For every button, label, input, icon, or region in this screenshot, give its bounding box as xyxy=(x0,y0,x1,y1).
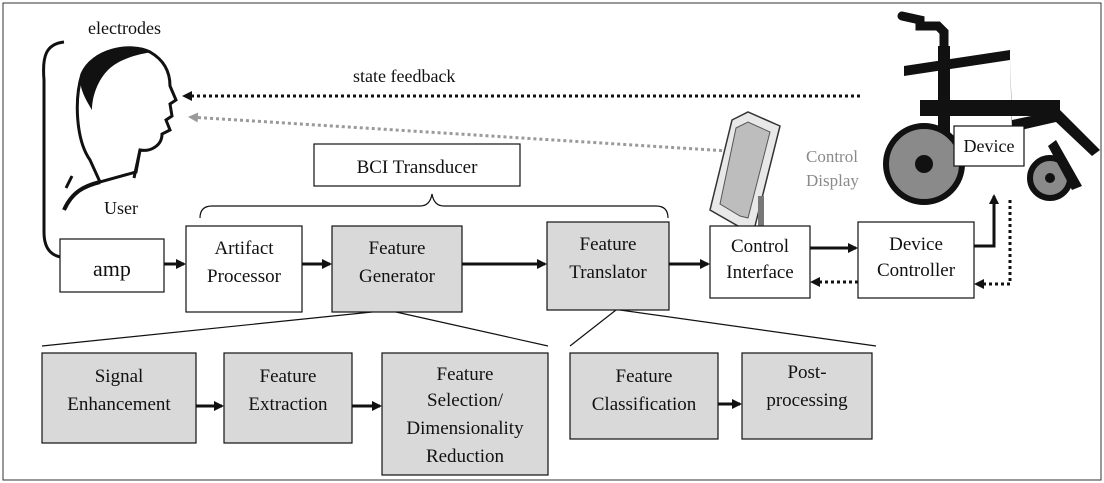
feature-selection-line4: Reduction xyxy=(426,446,505,467)
artifact-processor-line2: Processor xyxy=(207,266,282,287)
feature-generator-line1: Feature xyxy=(369,238,426,259)
expand-line-translator-left xyxy=(569,309,617,347)
control-interface-block xyxy=(709,225,811,299)
expand-line-generator-right xyxy=(395,311,549,347)
feature-selection-line1: Feature xyxy=(437,364,494,385)
control-interface-line1: Control xyxy=(731,236,789,257)
signal-enhancement-block xyxy=(41,352,197,444)
signal-enhancement-line1: Signal xyxy=(95,366,144,387)
transducer-brace xyxy=(199,193,669,219)
device-controller-line1: Device xyxy=(889,234,943,255)
artifact-processor-block xyxy=(185,225,303,313)
device-label: Device xyxy=(964,136,1015,156)
control-display-label-2: Display xyxy=(806,171,859,190)
electrodes-label: electrodes xyxy=(88,18,161,38)
arrow-device-controller-feedback xyxy=(974,200,1012,289)
bci-transducer-label: BCI Transducer xyxy=(357,157,479,178)
device-box xyxy=(953,125,1025,167)
user-head-icon xyxy=(62,46,178,211)
post-processing-line1: Post- xyxy=(787,362,826,383)
control-interface-line2: Interface xyxy=(726,262,794,283)
post-processing-block xyxy=(741,352,873,440)
feature-selection-block xyxy=(381,352,549,476)
amp-label: amp xyxy=(93,256,131,281)
expand-line-translator-right xyxy=(619,309,877,347)
feature-classification-block xyxy=(569,352,719,440)
feature-translator-line1: Feature xyxy=(580,234,637,255)
feature-classification-line2: Classification xyxy=(592,394,697,415)
feature-translator-block xyxy=(546,221,670,311)
feature-extraction-line2: Extraction xyxy=(248,394,328,415)
signal-enhancement-line2: Enhancement xyxy=(67,394,171,415)
state-feedback-label: state feedback xyxy=(353,66,455,86)
post-processing-line2: processing xyxy=(766,390,848,411)
user-label: User xyxy=(104,198,138,218)
feature-classification-line1: Feature xyxy=(616,366,673,387)
control-display-icon xyxy=(709,111,781,231)
artifact-processor-line1: Artifact xyxy=(214,238,274,259)
feature-extraction-block xyxy=(223,352,353,444)
device-controller-line2: Controller xyxy=(877,260,956,281)
feature-translator-line2: Translator xyxy=(569,262,647,283)
electrode-cable xyxy=(42,40,71,260)
control-display-label-1: Control xyxy=(806,147,858,166)
feature-selection-line3: Dimensionality xyxy=(406,418,524,439)
arrow-controller-device xyxy=(974,194,999,248)
feature-generator-line2: Generator xyxy=(359,266,436,287)
feature-selection-line2: Selection/ xyxy=(427,390,504,411)
feature-extraction-line1: Feature xyxy=(260,366,317,387)
feature-generator-block xyxy=(331,225,463,313)
wheelchair-icon xyxy=(883,11,1100,205)
bci-transducer-box xyxy=(313,143,521,187)
device-controller-block xyxy=(857,221,975,299)
expand-line-generator-left xyxy=(41,311,373,347)
